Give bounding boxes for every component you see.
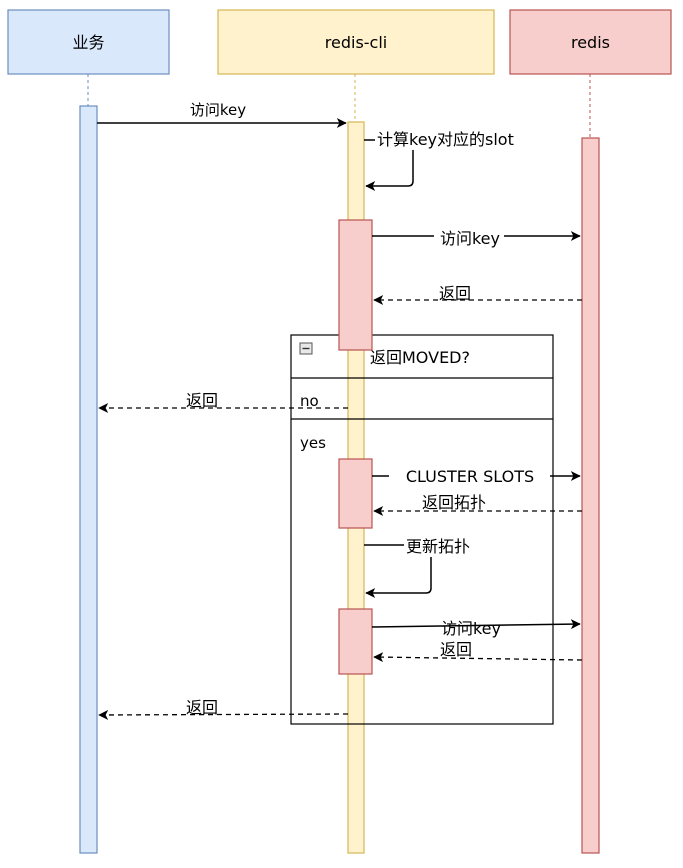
message-return-1-label: 返回 <box>439 284 471 303</box>
message-return-3-label: 返回 <box>440 640 472 659</box>
participant-redis-cli-label: redis-cli <box>325 33 387 52</box>
message-return-1: 返回 <box>373 284 582 305</box>
message-access-key-3: 访问key <box>371 619 581 638</box>
message-compute-slot: 计算key对应的slot <box>364 128 549 191</box>
message-return-no-label: 返回 <box>186 391 218 410</box>
participant-business: 业务 <box>7 9 170 75</box>
client-nested-activation-1 <box>338 219 373 351</box>
message-return-topology: 返回拓扑 <box>373 493 582 516</box>
minus-box-icon[interactable] <box>299 342 313 355</box>
participant-redis-label: redis <box>571 33 610 52</box>
message-access-key-1-label: 访问key <box>190 101 246 119</box>
message-compute-slot-label: 计算key对应的slot <box>377 130 514 149</box>
message-access-key-2-label: 访问key <box>440 229 500 248</box>
message-return-topology-label: 返回拓扑 <box>422 493 486 512</box>
fragment-title: 返回MOVED? <box>370 348 470 367</box>
business-activation-bar <box>79 105 98 854</box>
server-activation-bar <box>581 137 600 854</box>
message-update-topology-label: 更新拓扑 <box>406 537 470 556</box>
fragment-branch-yes: yes <box>300 434 326 452</box>
message-access-key-3-label: 访问key <box>441 619 501 638</box>
message-return-final: 返回 <box>98 698 349 720</box>
message-cluster-slots: CLUSTER SLOTS <box>372 466 581 486</box>
participant-business-label: 业务 <box>72 33 104 52</box>
fragment-branch-no: no <box>300 392 319 410</box>
message-cluster-slots-label: CLUSTER SLOTS <box>406 467 534 486</box>
message-update-topology: 更新拓扑 <box>364 535 496 598</box>
message-return-no: 返回 <box>98 391 348 413</box>
alt-fragment: 返回MOVED? no yes <box>290 334 554 725</box>
client-nested-activation-2 <box>338 458 373 529</box>
participant-redis: redis <box>509 9 672 75</box>
message-return-3: 返回 <box>373 640 583 663</box>
participant-redis-cli: redis-cli <box>217 9 495 75</box>
message-return-final-label: 返回 <box>186 698 218 717</box>
message-access-key-2: 访问key <box>372 228 581 248</box>
client-nested-activation-3 <box>338 608 373 675</box>
message-access-key-1: 访问key <box>97 101 347 128</box>
